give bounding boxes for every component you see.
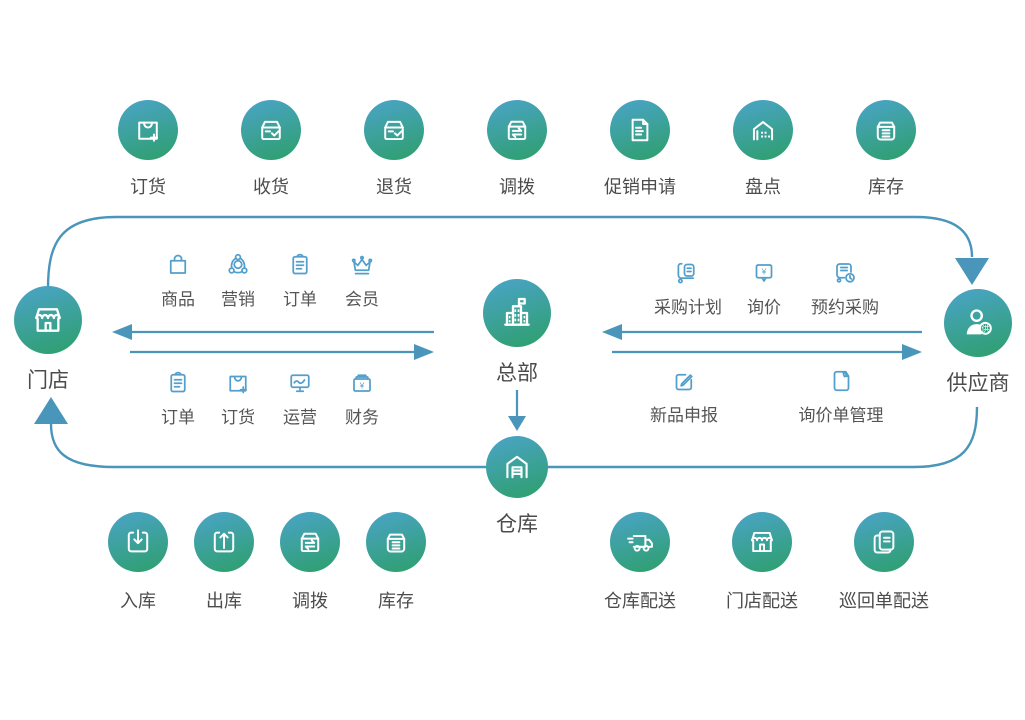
module-item: 入库 xyxy=(108,512,168,613)
module-item: 门店配送 xyxy=(726,512,798,613)
module-label: 出库 xyxy=(206,591,242,611)
box-swap-icon xyxy=(293,525,327,559)
module-circle xyxy=(194,512,254,572)
arrowhead-to-warehouse xyxy=(508,416,526,431)
module-circle xyxy=(733,100,793,160)
module-label: 巡回单配送 xyxy=(839,591,929,611)
node-warehouse: 仓库 xyxy=(486,436,548,538)
module-item: 收货 xyxy=(241,100,301,199)
module-circle xyxy=(118,100,178,160)
module-label: 订货 xyxy=(130,177,166,197)
stock-box-icon xyxy=(379,525,413,559)
node-headquarters: 总部 xyxy=(483,279,551,387)
arrowhead-to-supplier xyxy=(955,258,989,285)
module-circle xyxy=(856,100,916,160)
module-circle xyxy=(364,100,424,160)
module-label: 库存 xyxy=(378,591,414,611)
module-item: 巡回单配送 xyxy=(839,512,929,613)
module-circle xyxy=(610,512,670,572)
module-label: 收货 xyxy=(253,177,289,197)
module-circle xyxy=(366,512,426,572)
node-store: 门店 xyxy=(14,286,82,394)
storefront-icon xyxy=(745,525,779,559)
supplier-icon: 供 xyxy=(958,303,998,343)
arrowhead-left-2 xyxy=(602,324,622,340)
arrowhead-right-1 xyxy=(414,344,434,360)
arrowhead-right-2 xyxy=(902,344,922,360)
warehouse-module-row: 入库 出库 调拨 库存 xyxy=(108,512,426,613)
module-label: 门店配送 xyxy=(726,591,798,611)
storefront-icon xyxy=(28,300,68,340)
module-item: 促销申请 xyxy=(604,100,676,199)
module-item: 退货 xyxy=(364,100,424,199)
supplier-circle: 供 xyxy=(944,289,1012,357)
svg-text:供: 供 xyxy=(981,324,989,334)
module-item: 调拨 xyxy=(487,100,547,199)
arrowhead-left-1 xyxy=(112,324,132,340)
module-circle xyxy=(732,512,792,572)
module-item: 出库 xyxy=(194,512,254,613)
module-label: 促销申请 xyxy=(604,177,676,197)
module-label: 退货 xyxy=(376,177,412,197)
module-circle xyxy=(108,512,168,572)
headquarters-label: 总部 xyxy=(496,362,538,385)
document-icon xyxy=(623,113,657,147)
module-item: 订货 xyxy=(118,100,178,199)
docs-stack-icon xyxy=(867,525,901,559)
outbound-icon xyxy=(207,525,241,559)
truck-icon xyxy=(623,525,657,559)
warehouse-icon xyxy=(499,449,535,485)
module-label: 调拨 xyxy=(499,177,535,197)
warehouse-label: 仓库 xyxy=(496,513,538,536)
arrowhead-to-store xyxy=(34,397,68,424)
warehouse-circle xyxy=(486,436,548,498)
loop-top-path xyxy=(46,215,974,290)
module-circle xyxy=(241,100,301,160)
module-label: 入库 xyxy=(120,591,156,611)
box-check-icon xyxy=(254,113,288,147)
module-item: 库存 xyxy=(366,512,426,613)
loop-bottom-path xyxy=(49,406,979,469)
module-circle xyxy=(280,512,340,572)
module-label: 盘点 xyxy=(745,177,781,197)
module-label: 调拨 xyxy=(292,591,328,611)
module-circle xyxy=(854,512,914,572)
module-item: 调拨 xyxy=(280,512,340,613)
module-label: 仓库配送 xyxy=(604,591,676,611)
hq-building-icon xyxy=(497,293,537,333)
stocktake-icon xyxy=(746,113,780,147)
stock-box-icon xyxy=(869,113,903,147)
top-module-row: 订货 收货 退货 调拨 促销申请 xyxy=(118,100,916,199)
box-swap-icon xyxy=(500,113,534,147)
supplier-label: 供应商 xyxy=(946,372,1010,395)
module-circle xyxy=(610,100,670,160)
delivery-module-row: 仓库配送 门店配送 巡回单配送 xyxy=(604,512,929,613)
module-item: 库存 xyxy=(856,100,916,199)
store-circle xyxy=(14,286,82,354)
inbound-icon xyxy=(121,525,155,559)
store-label: 门店 xyxy=(27,369,69,392)
module-label: 库存 xyxy=(868,177,904,197)
box-check-icon xyxy=(377,113,411,147)
module-circle xyxy=(487,100,547,160)
node-supplier: 供 供应商 xyxy=(944,289,1012,397)
module-item: 盘点 xyxy=(733,100,793,199)
module-item: 仓库配送 xyxy=(604,512,676,613)
bag-plus-icon xyxy=(131,113,165,147)
headquarters-circle xyxy=(483,279,551,347)
